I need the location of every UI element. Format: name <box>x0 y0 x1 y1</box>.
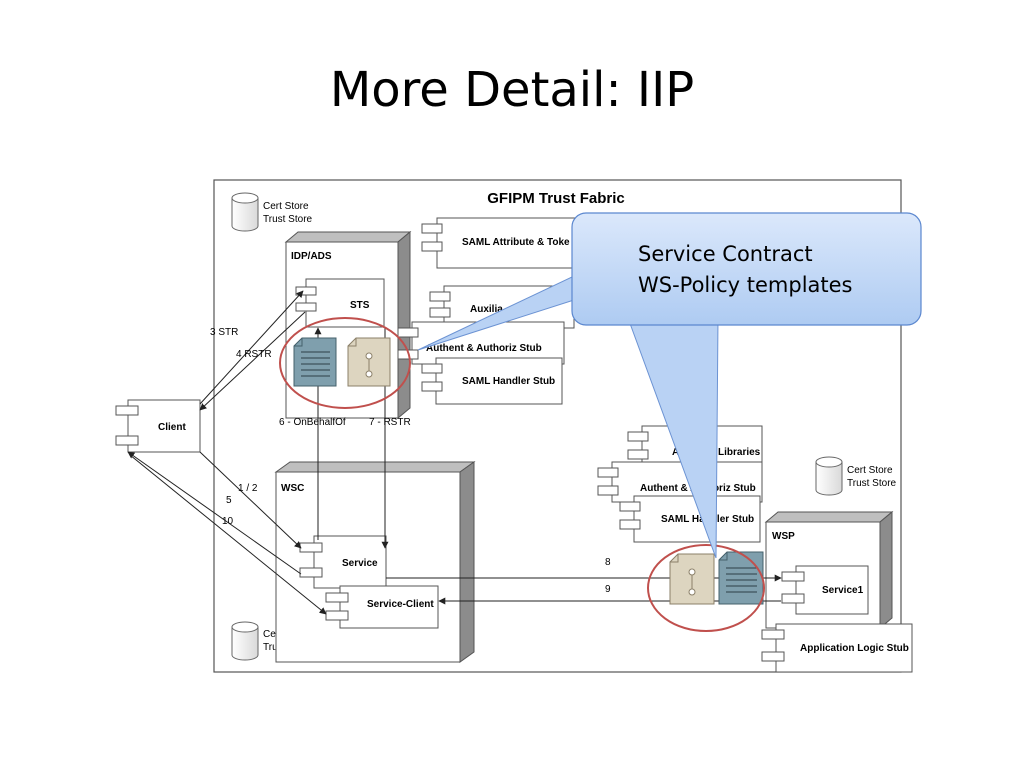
cert-store-icon <box>815 456 843 496</box>
cert-store-icon <box>231 192 259 232</box>
auxiliary-stub-label: Auxilia <box>470 304 503 315</box>
saml-attribute-stub <box>421 217 578 269</box>
client-component <box>115 399 201 453</box>
service-client-label: Service-Client <box>367 599 434 610</box>
flow-4-rstr-label: 4 RSTR <box>236 349 272 360</box>
trust-store-label: Trust Store <box>263 214 313 225</box>
wsp-libraries-stub-prefix: A <box>672 447 679 458</box>
flow-8-label: 8 <box>605 557 611 568</box>
idp-node <box>284 230 412 420</box>
wsp-highlight-ring <box>647 544 765 632</box>
flow-5-arrow <box>127 451 302 575</box>
flow-6-label: 6 - OnBehalfOf <box>279 417 346 428</box>
service-label: Service <box>342 558 378 569</box>
flow-3-str-arrow <box>199 290 304 405</box>
trust-fabric-title: GFIPM Trust Fabric <box>487 190 625 207</box>
wsc-label: WSC <box>281 483 304 494</box>
saml-handler-stub <box>421 357 563 405</box>
wsp-label: WSP <box>772 531 795 542</box>
idp-highlight-ring <box>279 317 411 409</box>
saml-attribute-stub-label: SAML Attribute & Toke <box>462 237 570 248</box>
flow-4-rstr-arrow <box>199 311 306 411</box>
sts-component <box>295 278 385 328</box>
application-logic-stub <box>761 623 913 673</box>
authent-authoriz-stub-label: Authent & Authoriz Stub <box>426 343 542 354</box>
cert-store-label: Cert Store <box>847 465 893 476</box>
flow-5-label: 5 <box>226 495 232 506</box>
cert-store-label: Cert Store <box>263 201 309 212</box>
application-logic-stub-label: Application Logic Stub <box>800 643 909 654</box>
trust-store-label: Trust Store <box>847 478 897 489</box>
contract-document-icon <box>669 553 715 605</box>
slide-title: More Detail: IIP <box>329 62 695 118</box>
sts-label: STS <box>350 300 370 311</box>
service1-label: Service1 <box>822 585 864 596</box>
flow-10-arrow <box>129 454 327 615</box>
client-label: Client <box>158 422 186 433</box>
policy-document-icon <box>718 551 764 605</box>
flow-10-label: 10 <box>222 516 234 527</box>
policy-document-icon <box>293 337 337 387</box>
saml-handler-stub-label: SAML Handler Stub <box>462 376 555 387</box>
contract-document-icon <box>347 337 391 387</box>
flow-3-str-label: 3 STR <box>210 327 238 338</box>
flow-1-2-arrow <box>199 451 302 549</box>
cert-store-icon <box>231 621 259 661</box>
flow-7-label: 7 - RSTR <box>369 417 411 428</box>
callout-box <box>571 212 922 326</box>
callout-line-2: WS-Policy templates <box>638 273 853 297</box>
service-client-component <box>325 585 439 629</box>
callout-line-1: Service Contract <box>638 242 813 266</box>
wsp-libraries-stub-label: Libraries <box>718 447 761 458</box>
flow-1-2-label: 1 / 2 <box>238 483 258 494</box>
service1-component <box>781 565 869 615</box>
idp-label: IDP/ADS <box>291 251 332 262</box>
flow-9-label: 9 <box>605 584 611 595</box>
